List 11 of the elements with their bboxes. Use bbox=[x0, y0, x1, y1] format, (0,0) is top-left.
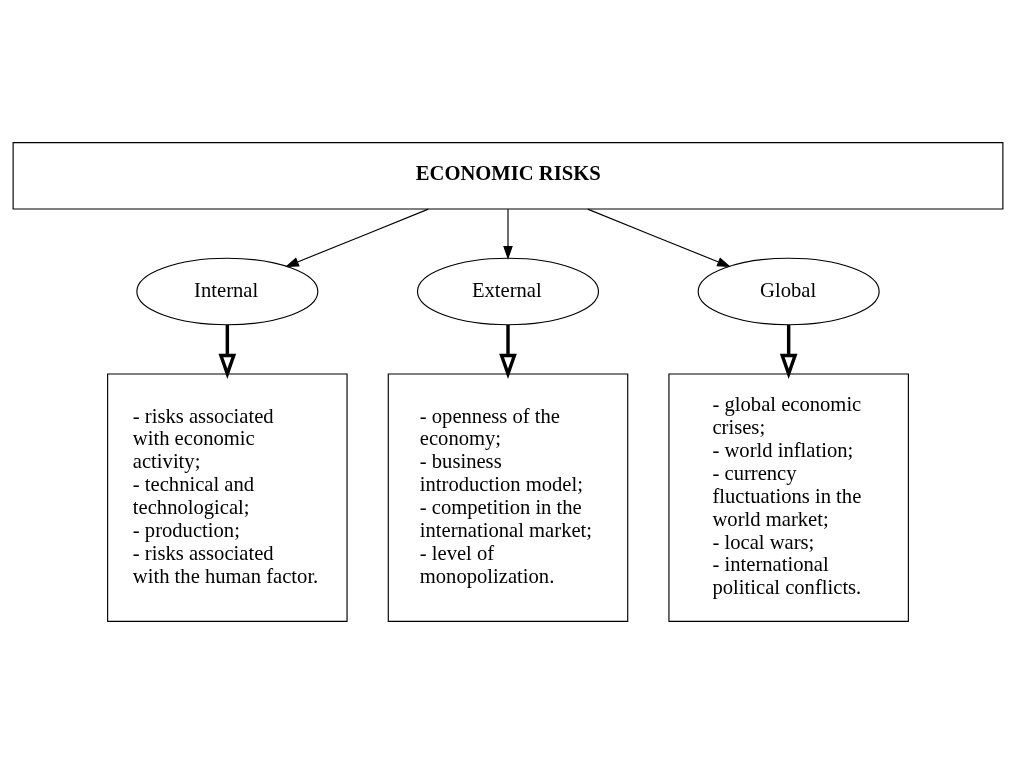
node-box: - risks associated with economic activity; - technical and technological; - production; - risks associated with the human factor. bbox=[107, 373, 348, 622]
arrow bbox=[779, 324, 798, 380]
arrow bbox=[503, 208, 513, 260]
arrow bbox=[285, 208, 429, 268]
node-box: - global economic crises; - world inflation; - currency fluctuations in the world market; - local wars; - international political conflicts. bbox=[668, 373, 909, 622]
node-ellipse: External bbox=[416, 257, 600, 326]
arrow bbox=[218, 324, 237, 380]
node-box: - openness of the economy; - business introduction model; - competition in the international market; - level of monopolization. bbox=[387, 373, 629, 622]
arrow bbox=[499, 324, 517, 380]
arrow bbox=[587, 208, 731, 268]
node-box: ECONOMIC RISKS bbox=[12, 142, 1004, 210]
